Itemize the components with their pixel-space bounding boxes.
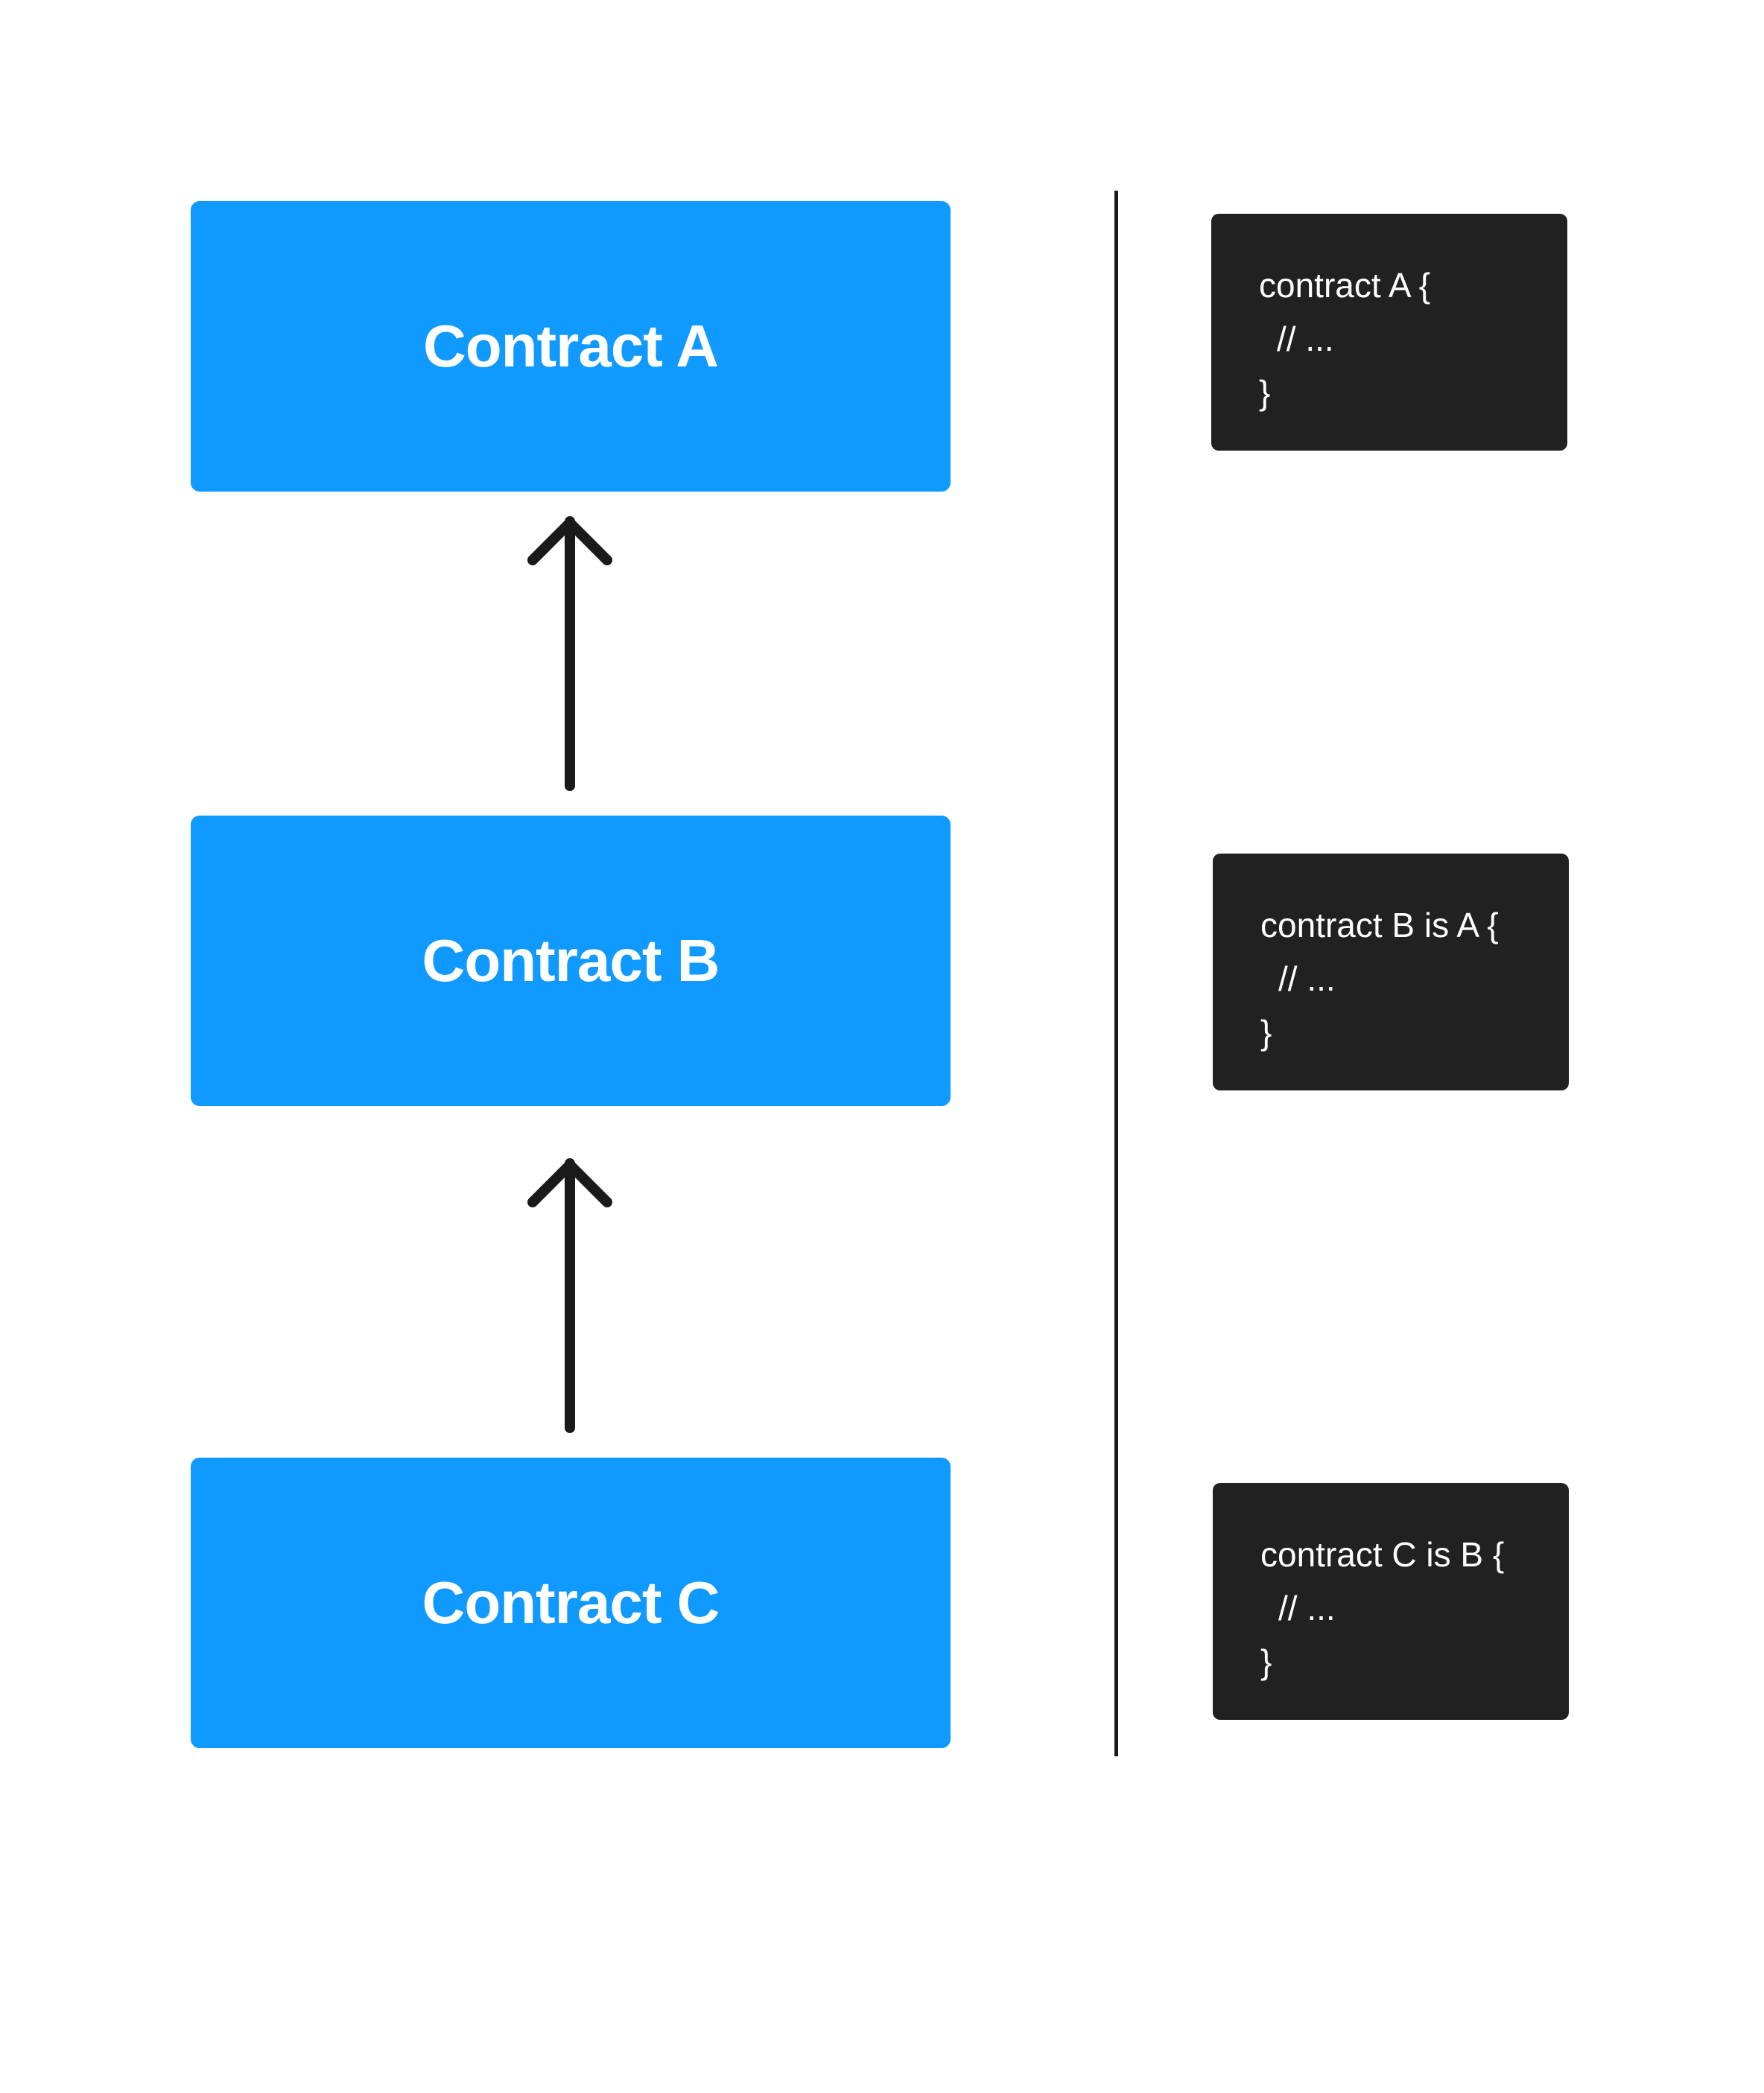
code-line: }: [1260, 1013, 1272, 1052]
code-line: contract A {: [1259, 266, 1431, 305]
code-line: contract B is A {: [1260, 906, 1499, 944]
code-snippet-b: contract B is A { // ... }: [1213, 854, 1569, 1090]
contract-b-label: Contract B: [422, 927, 720, 994]
contract-c-label: Contract C: [422, 1569, 720, 1636]
code-line: // ...: [1278, 959, 1336, 998]
code-snippet-a: contract A { // ... }: [1211, 214, 1567, 451]
contract-c-box: Contract C: [191, 1458, 951, 1748]
inheritance-arrow-c-to-b: [527, 1158, 612, 1433]
code-line: }: [1260, 1642, 1272, 1681]
inheritance-arrow-b-to-a: [527, 516, 612, 791]
vertical-divider: [1114, 191, 1118, 1756]
code-snippet-c: contract C is B { // ... }: [1213, 1483, 1569, 1720]
code-line: // ...: [1277, 320, 1334, 358]
code-line: }: [1259, 373, 1271, 412]
contract-a-label: Contract A: [423, 313, 719, 379]
code-line: contract C is B {: [1260, 1535, 1505, 1574]
contract-b-box: Contract B: [191, 816, 951, 1106]
contract-a-box: Contract A: [191, 201, 951, 492]
code-line: // ...: [1278, 1589, 1336, 1627]
